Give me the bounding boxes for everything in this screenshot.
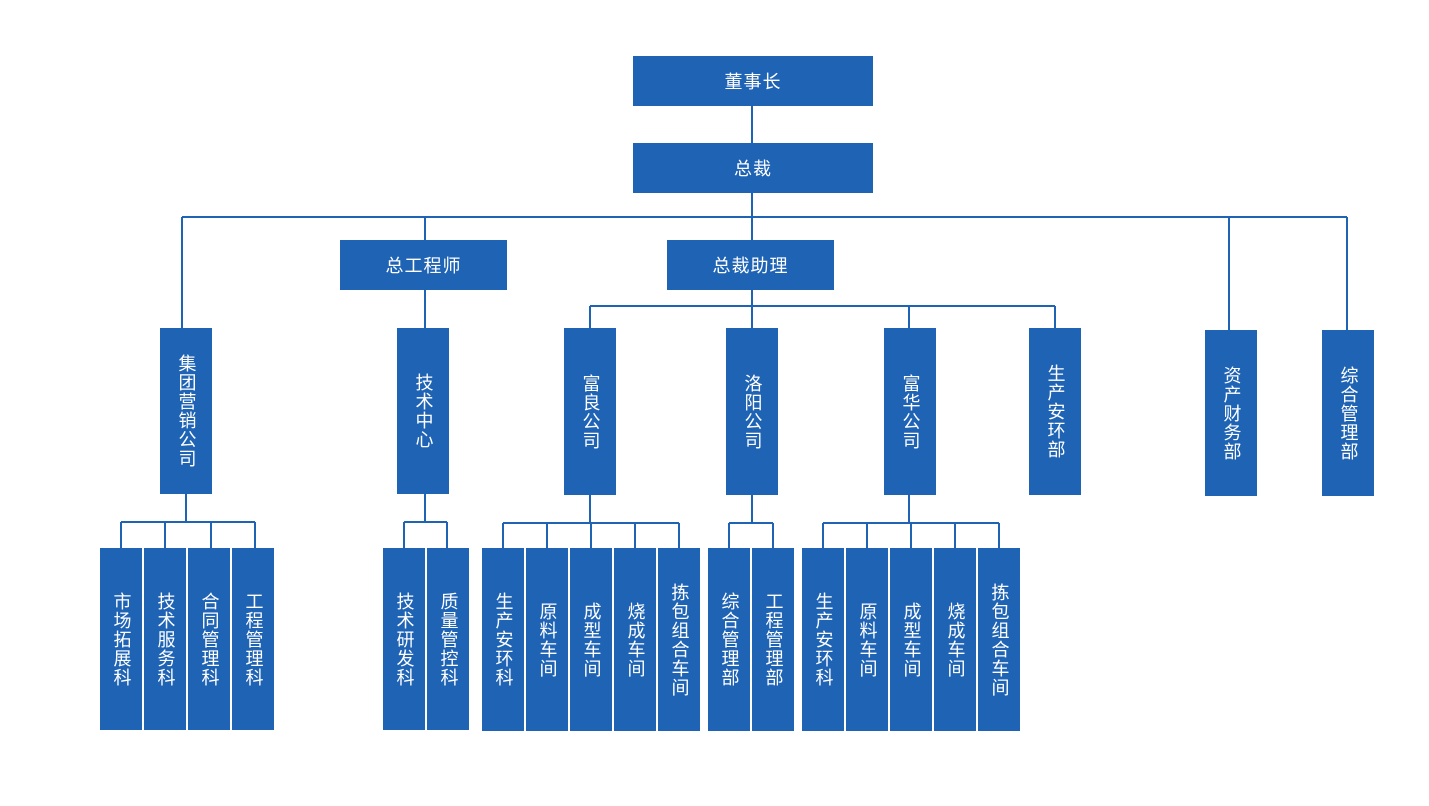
fuliang-subunit-3: 成型车间 [570,548,612,731]
department-luoyang-label: 洛阳公司 [741,373,763,450]
tech-subunit-1-label: 技术研发科 [393,591,415,687]
luoyang-subunit-1: 综合管理部 [708,548,750,731]
department-finance: 资产财务部 [1205,330,1257,496]
fuliang-subunit-4-label: 烧成车间 [624,601,646,678]
luoyang-subunit-2-label: 工程管理部 [762,592,784,687]
fuliang-subunit-3-label: 成型车间 [580,601,602,678]
fuhua-subunit-5: 拣包组合车间 [978,548,1020,731]
fuhua-subunit-4: 烧成车间 [934,548,976,731]
fuliang-subunit-5-label: 拣包组合车间 [668,582,690,697]
department-group-marketing-label: 集团营销公司 [175,354,197,468]
fuhua-subunit-2-label: 原料车间 [856,601,878,678]
tech-subunit-2: 质量管控科 [427,548,469,730]
fuhua-subunit-1-label: 生产安环科 [812,592,834,687]
president-label: 总裁 [734,159,772,180]
fuhua-subunit-2: 原料车间 [846,548,888,731]
tech-subunit-1: 技术研发科 [383,548,425,730]
department-safety-label: 生产安环部 [1044,364,1066,459]
president-assistant-box: 总裁助理 [667,240,834,290]
department-tech-center-label: 技术中心 [412,373,434,449]
chief-engineer-label: 总工程师 [385,256,462,277]
fuliang-subunit-2: 原料车间 [526,548,568,731]
department-finance-label: 资产财务部 [1220,365,1242,461]
marketing-subunit-4: 工程管理科 [232,548,274,730]
tech-subunit-2-label: 质量管控科 [437,591,459,687]
luoyang-subunit-1-label: 综合管理部 [718,592,740,687]
marketing-subunit-4-label: 工程管理科 [242,591,264,687]
marketing-subunit-2: 技术服务科 [144,548,186,730]
fuliang-subunit-1-label: 生产安环科 [492,592,514,687]
department-group-marketing: 集团营销公司 [160,328,212,494]
chairman-label: 董事长 [724,72,782,93]
fuliang-subunit-5: 拣包组合车间 [658,548,700,731]
department-fuliang: 富良公司 [564,328,616,495]
marketing-subunit-3-label: 合同管理科 [198,591,220,687]
marketing-subunit-2-label: 技术服务科 [154,591,176,687]
fuliang-subunit-1: 生产安环科 [482,548,524,731]
chairman-box: 董事长 [633,56,873,106]
fuhua-subunit-3-label: 成型车间 [900,601,922,678]
fuhua-subunit-1: 生产安环科 [802,548,844,731]
department-fuliang-label: 富良公司 [579,373,601,450]
fuhua-subunit-3: 成型车间 [890,548,932,731]
fuhua-subunit-5-label: 拣包组合车间 [988,582,1010,697]
department-luoyang: 洛阳公司 [726,328,778,495]
chief-engineer-box: 总工程师 [340,240,507,290]
department-admin-label: 综合管理部 [1337,365,1359,461]
department-fuhua-label: 富华公司 [899,373,921,450]
marketing-subunit-1: 市场拓展科 [100,548,142,730]
fuliang-subunit-4: 烧成车间 [614,548,656,731]
department-safety: 生产安环部 [1029,328,1081,495]
marketing-subunit-1-label: 市场拓展科 [110,591,132,687]
marketing-subunit-3: 合同管理科 [188,548,230,730]
fuhua-subunit-4-label: 烧成车间 [944,601,966,678]
president-assistant-label: 总裁助理 [712,256,789,277]
department-fuhua: 富华公司 [884,328,936,495]
president-box: 总裁 [633,143,873,193]
fuliang-subunit-2-label: 原料车间 [536,601,558,678]
department-tech-center: 技术中心 [397,328,449,494]
department-admin: 综合管理部 [1322,330,1374,496]
luoyang-subunit-2: 工程管理部 [752,548,794,731]
